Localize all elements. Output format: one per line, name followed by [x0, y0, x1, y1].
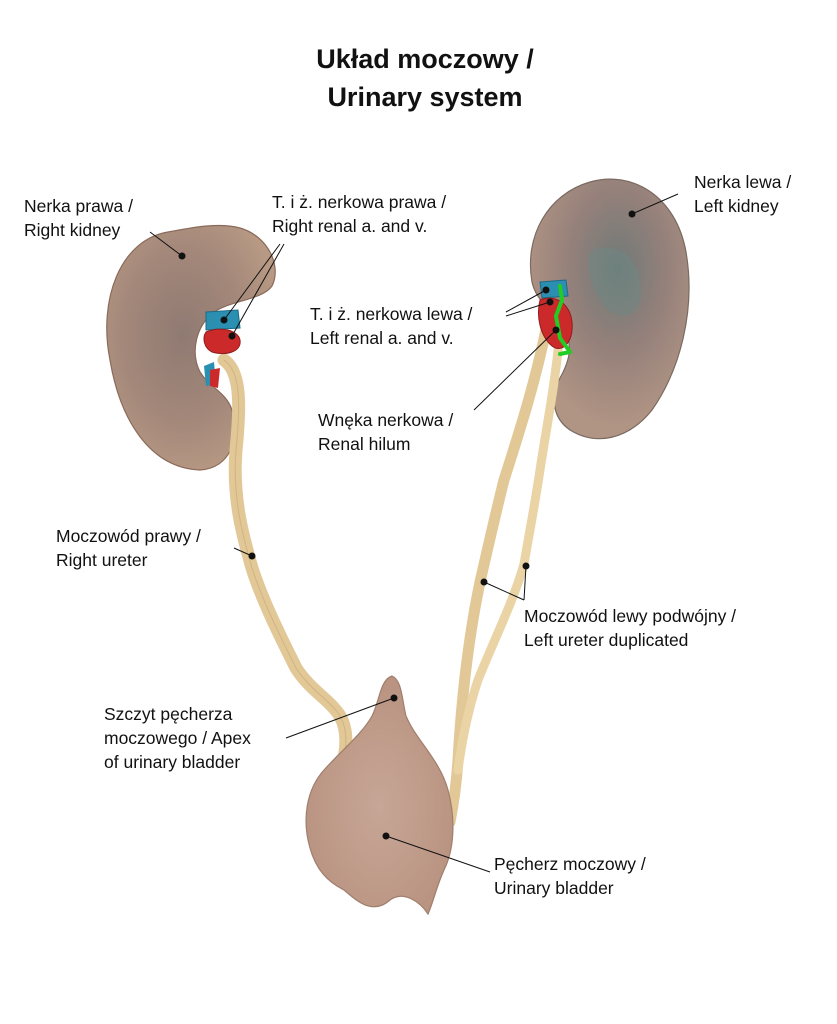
- label-right-ureter-pl: Moczowód prawy /: [56, 526, 201, 546]
- diagram-title: Układ moczowy / Urinary system: [0, 40, 837, 116]
- label-right-ureter-en: Right ureter: [56, 550, 148, 570]
- left-ureter-duplicated-b: [453, 325, 565, 775]
- right-kidney: [106, 224, 276, 471]
- label-bladder-apex-line2: moczowego / Apex: [104, 728, 251, 748]
- label-bladder-apex-line1: Szczyt pęcherza: [104, 704, 233, 724]
- label-right-kidney-pl: Nerka prawa /: [24, 196, 133, 216]
- label-renal-hilum-en: Renal hilum: [318, 434, 411, 454]
- label-renal-hilum: Wnęka nerkowa / Renal hilum: [318, 408, 453, 456]
- label-right-ureter: Moczowód prawy / Right ureter: [56, 524, 201, 572]
- label-left-renal-vessels-en: Left renal a. and v.: [310, 328, 454, 348]
- label-left-renal-vessels-pl: T. i ż. nerkowa lewa /: [310, 304, 473, 324]
- label-left-ureter-pl: Moczowód lewy podwójny /: [524, 606, 737, 626]
- label-right-kidney: Nerka prawa / Right kidney: [24, 194, 133, 242]
- left-renal-vessels: [538, 279, 573, 356]
- label-bladder-pl: Pęcherz moczowy /: [494, 854, 646, 874]
- label-right-renal-vessels-pl: T. i ż. nerkowa prawa /: [272, 192, 447, 212]
- label-right-kidney-en: Right kidney: [24, 220, 121, 240]
- left-kidney: [530, 178, 690, 440]
- label-bladder: Pęcherz moczowy / Urinary bladder: [494, 852, 646, 900]
- duplicated-ureter-highlight: [554, 284, 572, 356]
- label-bladder-apex: Szczyt pęcherza moczowego / Apex of urin…: [104, 702, 251, 774]
- label-left-kidney: Nerka lewa / Left kidney: [694, 170, 791, 218]
- leader-dots: [178, 210, 636, 840]
- label-bladder-en: Urinary bladder: [494, 878, 614, 898]
- label-left-kidney-pl: Nerka lewa /: [694, 172, 792, 192]
- title-line-2: Urinary system: [327, 82, 523, 112]
- label-left-kidney-en: Left kidney: [694, 196, 779, 216]
- label-right-renal-vessels: T. i ż. nerkowa prawa / Right renal a. a…: [272, 190, 446, 238]
- label-left-renal-vessels: T. i ż. nerkowa lewa / Left renal a. and…: [310, 302, 472, 350]
- label-bladder-apex-line3: of urinary bladder: [104, 752, 241, 772]
- label-renal-hilum-pl: Wnęka nerkowa /: [318, 410, 454, 430]
- label-right-renal-vessels-en: Right renal a. and v.: [272, 216, 428, 236]
- label-left-ureter: Moczowód lewy podwójny / Left ureter dup…: [524, 604, 736, 652]
- urinary-bladder: [305, 675, 454, 916]
- leader-lines: [149, 193, 679, 873]
- label-left-ureter-en: Left ureter duplicated: [524, 630, 689, 650]
- title-line-1: Układ moczowy /: [316, 44, 534, 74]
